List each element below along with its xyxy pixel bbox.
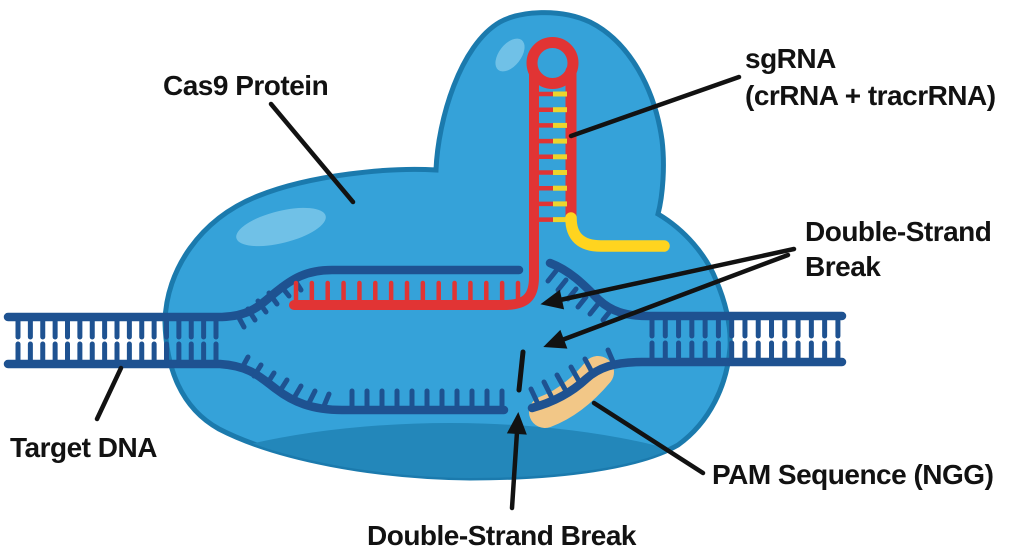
unpaired-base-tick bbox=[255, 298, 269, 315]
pam-base-tick bbox=[568, 364, 583, 386]
protein-highlight-main bbox=[236, 207, 326, 247]
sgrna-pointer-line bbox=[568, 74, 742, 139]
protein-highlight-bump bbox=[495, 38, 525, 72]
dsb-top-label-line2: Break bbox=[805, 251, 881, 282]
unpaired-base-tick bbox=[545, 268, 559, 284]
unpaired-base-tick bbox=[239, 354, 251, 371]
unpaired-base-tick bbox=[321, 391, 332, 409]
dsb-top-arrow-1 bbox=[540, 246, 797, 310]
target-dna-pointer-line bbox=[94, 365, 124, 422]
pam-label: PAM Sequence (NGG) bbox=[712, 459, 993, 490]
unpaired-base-tick bbox=[245, 306, 258, 323]
unpaired-base-tick bbox=[266, 290, 280, 307]
hairpin-rungs bbox=[535, 91, 573, 223]
unpaired-base-tick bbox=[291, 383, 304, 401]
unpaired-base-tick bbox=[306, 388, 318, 406]
pam-base-tick bbox=[582, 356, 596, 377]
hairpin-loop bbox=[526, 37, 579, 89]
dna-bottom-strand-left bbox=[3, 359, 509, 415]
dsb-bottom-arrow bbox=[506, 412, 527, 511]
cas9-pointer-line bbox=[268, 101, 356, 205]
unpaired-base-tick bbox=[600, 307, 614, 323]
unpaired-base-tick bbox=[235, 313, 247, 330]
unpaired-base-tick bbox=[251, 362, 264, 379]
target-dna-label: Target DNA bbox=[10, 432, 157, 463]
pam-pointer-line bbox=[591, 400, 706, 476]
annotation-lines bbox=[94, 74, 797, 511]
dna-bottom-strand-right bbox=[527, 357, 847, 413]
pam-base-tick bbox=[554, 372, 569, 394]
sgrna-label-line1: sgRNA bbox=[745, 43, 836, 74]
unpaired-base-tick bbox=[587, 301, 601, 317]
sgrna-structure bbox=[289, 37, 670, 310]
crRNA-dna-pairing-ticks bbox=[293, 280, 521, 306]
sgrna-label-line2: (crRNA + tracrRNA) bbox=[745, 80, 996, 111]
pam-base-tick bbox=[605, 347, 617, 367]
cas9-protein-label: Cas9 Protein bbox=[163, 70, 328, 101]
labels: Cas9 Protein sgRNA (crRNA + tracrRNA) Do… bbox=[10, 43, 996, 551]
pam-base-tick bbox=[541, 379, 555, 401]
tracrRNA-tail bbox=[565, 212, 670, 252]
dna-rungs-and-ticks bbox=[15, 268, 841, 409]
pam-base-tick bbox=[528, 386, 541, 407]
dsb-top-arrow-2 bbox=[543, 252, 791, 349]
unpaired-base-tick bbox=[264, 370, 277, 387]
crRNA-strand bbox=[289, 66, 539, 310]
unpaired-base-tick bbox=[278, 283, 292, 299]
unpaired-base-tick bbox=[555, 277, 569, 293]
dsb-bottom-label: Double-Strand Break bbox=[367, 520, 637, 551]
dna-top-strand-right bbox=[545, 258, 847, 321]
unpaired-base-tick bbox=[277, 377, 290, 394]
cut-site-mark bbox=[516, 349, 526, 393]
unpaired-base-tick bbox=[575, 294, 589, 310]
dsb-top-label-line1: Double-Strand bbox=[805, 216, 991, 247]
